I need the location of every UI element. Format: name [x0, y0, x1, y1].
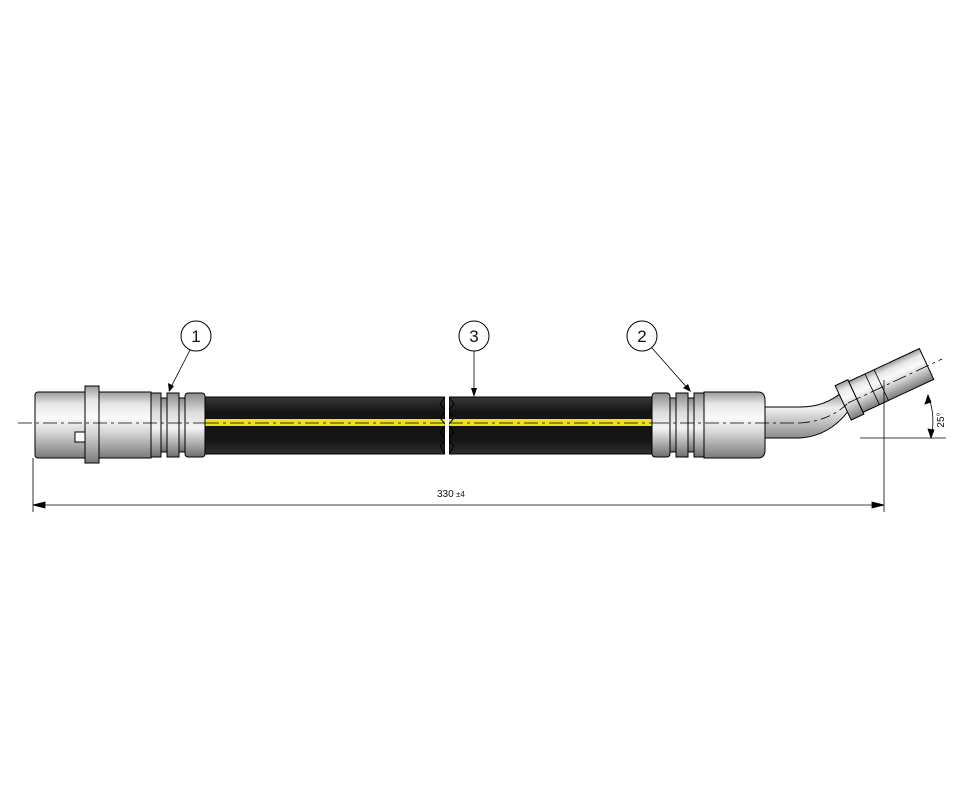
right-fitting — [651, 347, 935, 459]
length-tolerance: ±4 — [456, 490, 465, 499]
length-value: 330 — [437, 489, 454, 500]
hose-body — [204, 395, 656, 456]
svg-text:3: 3 — [469, 327, 478, 346]
callout-1: 1 — [168, 320, 212, 392]
center-lines — [18, 358, 946, 439]
hose-stripe-right — [449, 419, 655, 426]
bent-pipe — [764, 391, 850, 439]
left-fitting — [34, 385, 206, 464]
callout-2: 2 — [626, 320, 691, 392]
callout-3: 3 — [458, 320, 490, 397]
hose-stripe-left — [205, 419, 445, 426]
angle-dimension — [924, 393, 935, 440]
svg-text:1: 1 — [191, 327, 200, 346]
angle-value: 25° — [936, 412, 947, 427]
length-dimension — [32, 380, 885, 512]
svg-text:2: 2 — [637, 327, 646, 346]
